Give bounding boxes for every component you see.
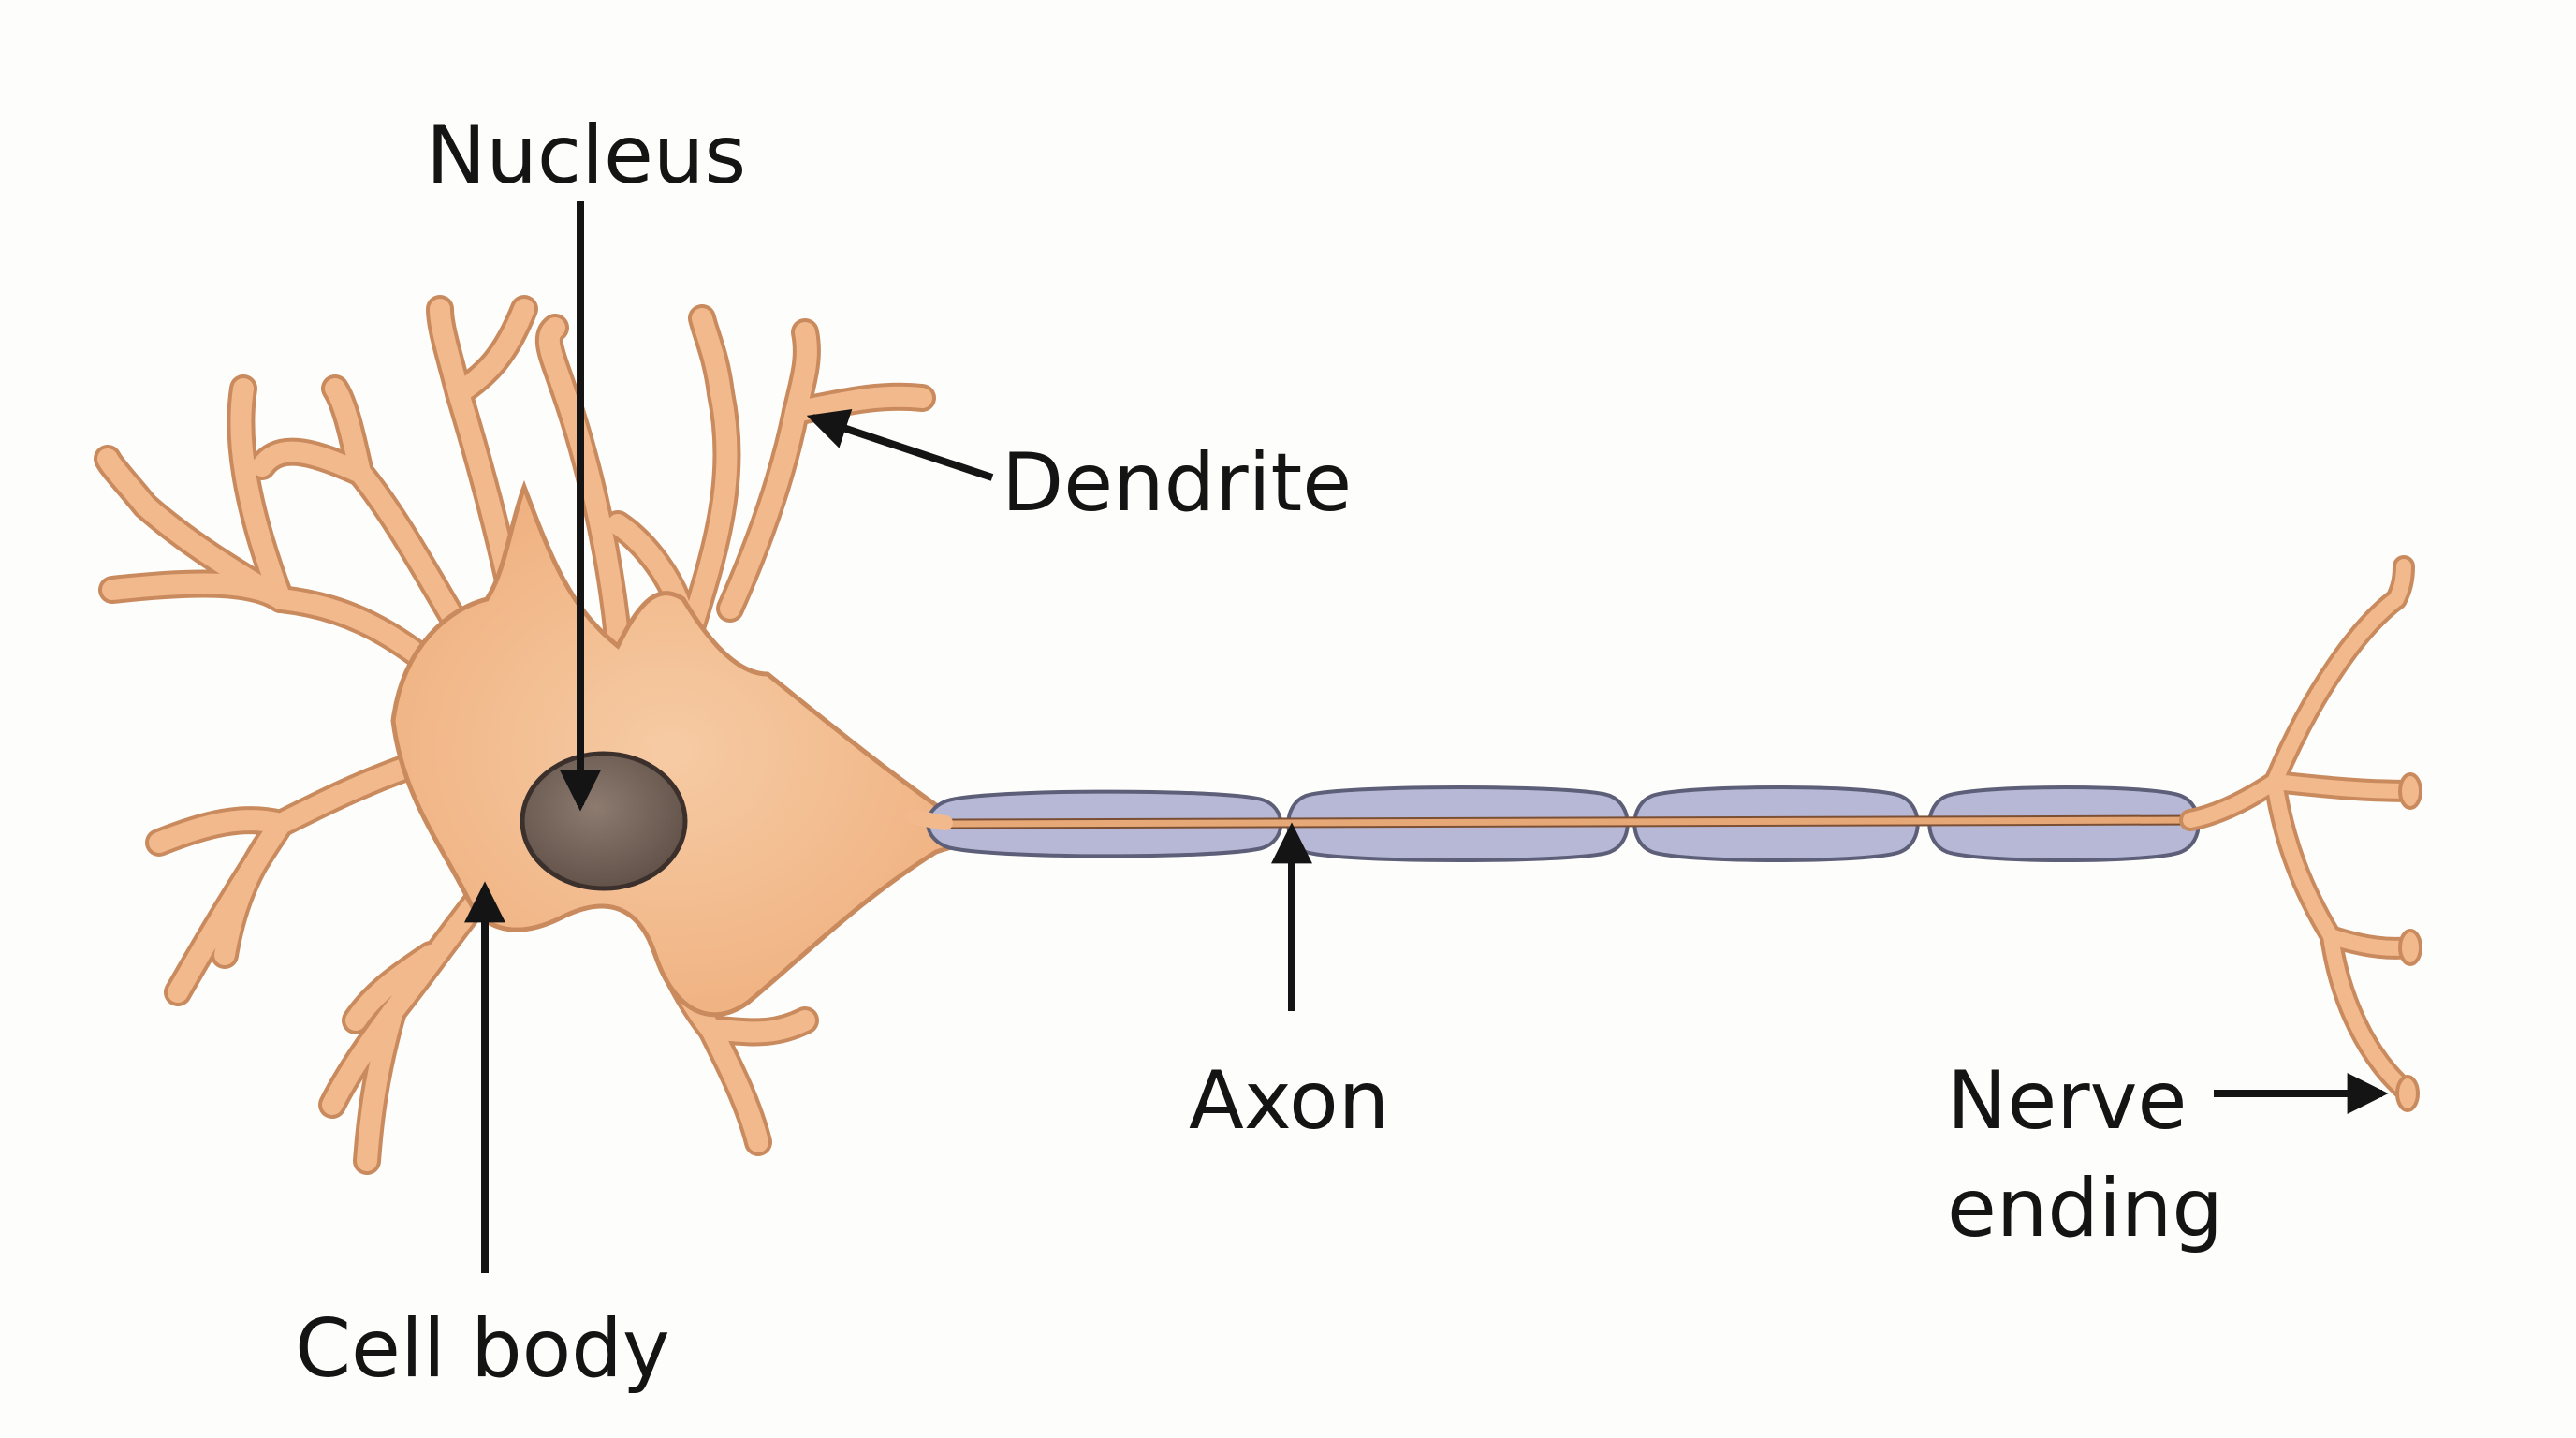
- label-nerve-ending-line1: Nerve: [1947, 1054, 2187, 1148]
- label-cell-body: Cell body: [295, 1302, 670, 1396]
- label-nerve-ending-line2: ending: [1947, 1162, 2223, 1255]
- nerve-endings: [2179, 555, 2422, 1112]
- label-axon: Axon: [1189, 1054, 1389, 1148]
- diagram-labels: Nucleus Dendrite Axon Cell body Nerve en…: [295, 109, 2223, 1396]
- dendrite-arrow: [806, 408, 994, 481]
- label-dendrite: Dendrite: [1002, 436, 1352, 530]
- nucleus-shape: [520, 751, 688, 891]
- myelin-sheaths: [926, 785, 2201, 862]
- label-arrows: [464, 201, 2389, 1273]
- axon: [905, 785, 2205, 862]
- label-nucleus: Nucleus: [426, 109, 746, 202]
